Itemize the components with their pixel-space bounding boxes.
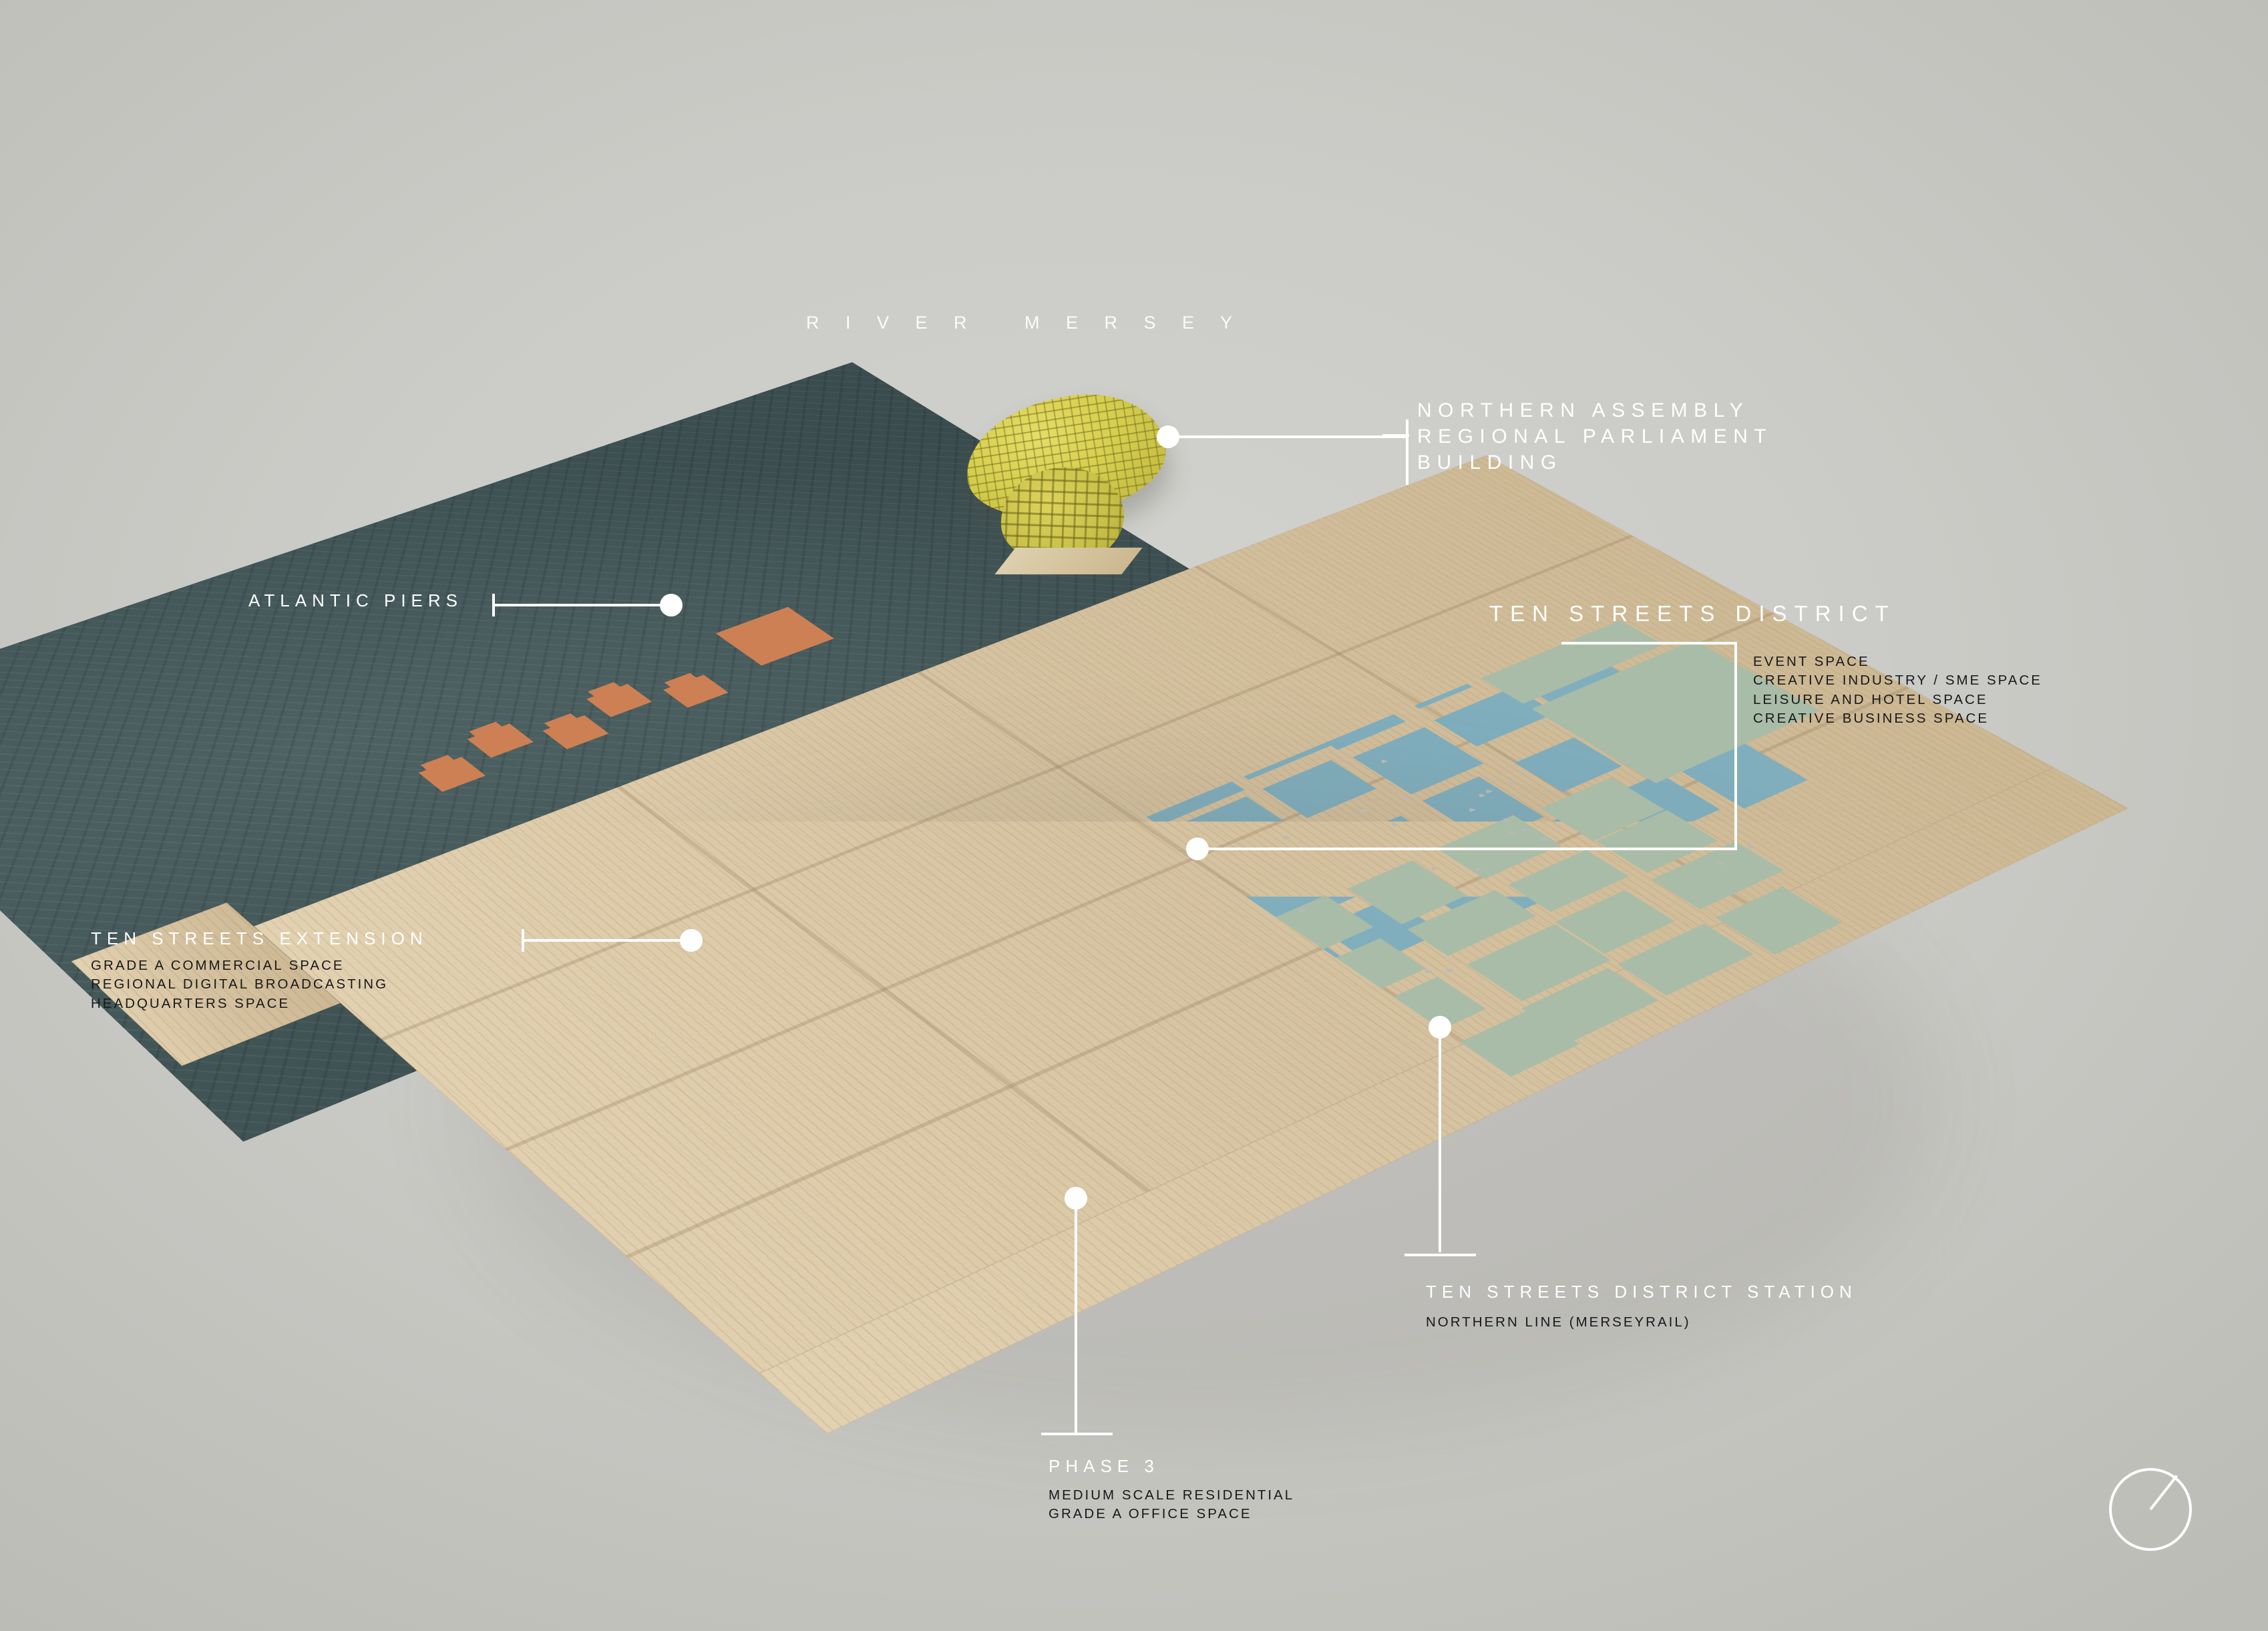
leader-line-atlantic-piers	[492, 604, 671, 606]
leader-tick-northern-assembly	[1406, 419, 1408, 485]
label-phase-3-sub: MEDIUM SCALE RESIDENTIAL GRADE A OFFICE …	[1049, 1487, 1295, 1522]
leader-line-ten-streets-district-top	[1561, 642, 1737, 645]
label-phase-3-title: PHASE 3	[1049, 1456, 1159, 1476]
leader-line-station-v	[1439, 1026, 1441, 1252]
compass-ring	[2109, 1468, 2192, 1551]
leader-line-ten-streets-extension	[522, 939, 691, 942]
label-atlantic-piers-title: ATLANTIC PIERS	[248, 590, 463, 610]
leader-line-ten-streets-district-v	[1734, 643, 1737, 849]
label-northern-assembly-title: NORTHERN ASSEMBLY REGIONAL PARLIAMENT BU…	[1417, 399, 1773, 474]
callout-dot-atlantic-piers[interactable]	[660, 594, 683, 616]
leader-line-station-h	[1404, 1254, 1476, 1256]
north-arrow-icon	[2109, 1468, 2192, 1551]
label-ten-streets-district-sub: EVENT SPACE CREATIVE INDUSTRY / SME SPAC…	[1753, 654, 2042, 726]
label-ten-streets-district-title: TEN STREETS DISTRICT	[1489, 601, 1896, 626]
label-ten-streets-extension-sub: GRADE A COMMERCIAL SPACE REGIONAL DIGITA…	[91, 958, 389, 1011]
leader-line-northern-assembly	[1168, 435, 1408, 438]
label-station-title: TEN STREETS DISTRICT STATION	[1426, 1282, 1857, 1302]
river-mersey-label: R I V E R M E R S E Y	[806, 313, 1244, 333]
leader-line-phase-3-h	[1041, 1433, 1113, 1435]
callout-dot-ten-streets-extension[interactable]	[680, 929, 703, 952]
leader-stub-northern-assembly	[1382, 434, 1409, 437]
label-ten-streets-extension-title: TEN STREETS EXTENSION	[91, 928, 428, 948]
label-station-sub: NORTHERN LINE (MERSEYRAIL)	[1426, 1314, 1691, 1330]
leader-line-ten-streets-district-h	[1197, 848, 1737, 850]
leader-line-phase-3-v	[1075, 1197, 1077, 1433]
